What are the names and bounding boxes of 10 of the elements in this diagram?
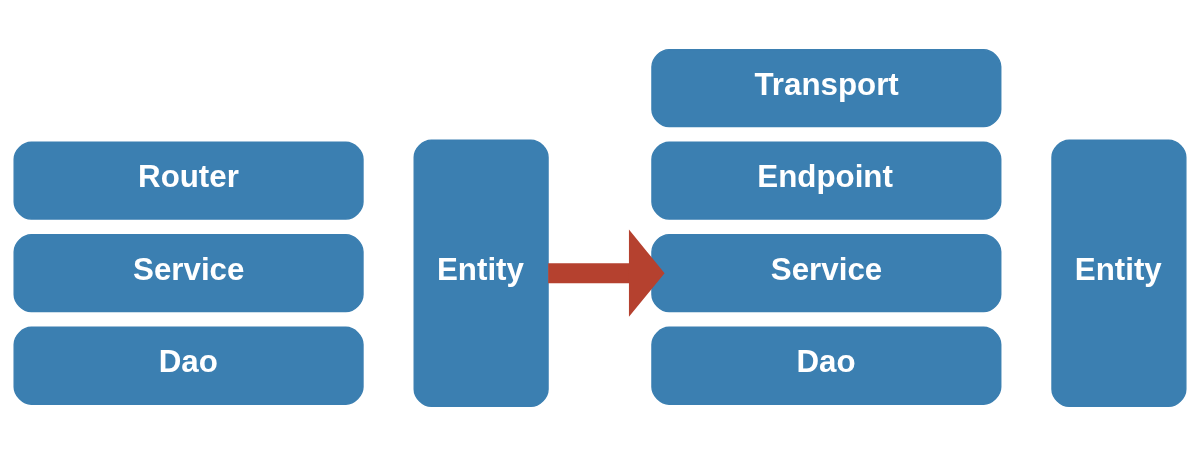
node-box: Dao [13, 326, 364, 405]
node-box: Router [13, 141, 364, 220]
arrow [548, 229, 665, 317]
node-box: Transport [651, 48, 1002, 127]
node-box: Entity [1051, 138, 1187, 407]
node-box: Endpoint [651, 141, 1002, 220]
node-box: Dao [651, 326, 1002, 405]
node-box: Service [651, 233, 1002, 312]
node-box: Service [13, 233, 364, 312]
node-box: Entity [413, 138, 549, 407]
